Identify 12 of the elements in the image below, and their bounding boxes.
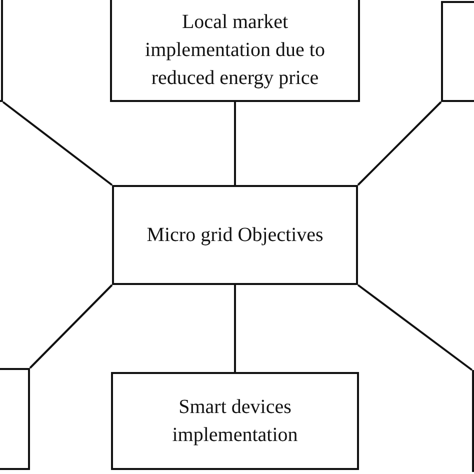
connector-line bbox=[234, 285, 236, 372]
text-box bbox=[112, 185, 358, 285]
text-box bbox=[111, 372, 359, 470]
connector-line bbox=[357, 101, 442, 186]
box-text: Smart devices implementation bbox=[171, 395, 299, 448]
connector-line bbox=[2, 101, 113, 186]
connector-line bbox=[29, 284, 113, 369]
box-text: Local market implementation due to reduced energy price bbox=[144, 10, 326, 91]
connector-line bbox=[234, 102, 236, 185]
box-text: Micro grid Objectives bbox=[146, 223, 324, 248]
connector-line bbox=[357, 284, 473, 371]
text-box bbox=[110, 0, 360, 102]
